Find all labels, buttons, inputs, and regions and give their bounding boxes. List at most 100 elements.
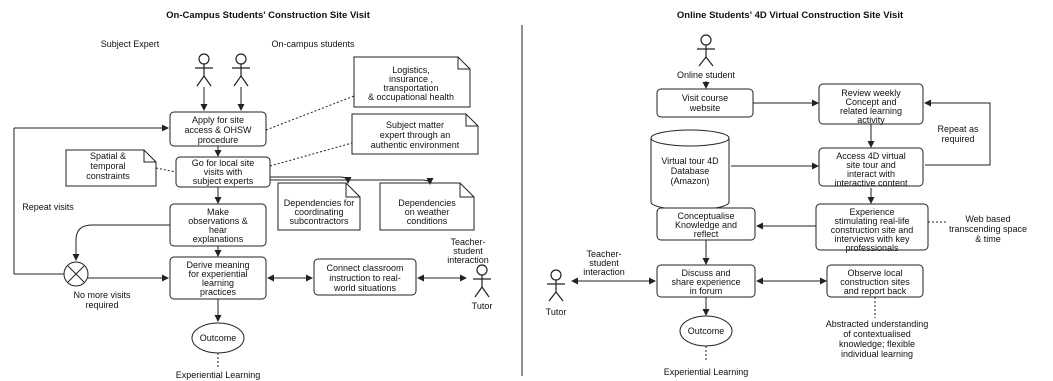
right-interaction-line-3: interaction [583, 267, 625, 277]
access-line-1: Access 4D virtual [836, 151, 906, 161]
derive-line-1: Derive meaning [186, 260, 249, 270]
logistics-line-4: & occupational health [368, 92, 454, 102]
experience-real-life-box: Experience stimulating real-life constru… [815, 203, 929, 253]
right-title: Online Students' 4D Virtual Construction… [677, 10, 904, 21]
dependencies-weather-note: Dependencies on weather conditions [379, 182, 475, 231]
abstracted-line-2: of contextualised [843, 329, 911, 339]
dep-weather-line-3: conditions [407, 216, 448, 226]
sme-line-1: Subject matter [386, 120, 444, 130]
dep-weather-line-2: on weather [405, 207, 450, 217]
connect-line-3: world situations [333, 283, 397, 293]
concept-line-2: Knowledge and [675, 220, 737, 230]
decision-x-icon [63, 261, 89, 287]
experience-line-3: construction site and [831, 225, 914, 235]
dependencies-subcontractors-note: Dependencies for coordinating subcontrac… [277, 182, 361, 231]
database-line-2: Database [671, 166, 710, 176]
online-student-label: Online student [677, 70, 736, 80]
access-line-4: interactive content [834, 178, 908, 188]
left-tutor-label: Tutor [472, 301, 493, 311]
observe-line-2: construction sites [840, 277, 910, 287]
connect-line-2: instruction to real- [329, 273, 401, 283]
access-line-3: interact with [847, 169, 895, 179]
derive-line-4: practices [200, 287, 237, 297]
web-based-line-3: & time [975, 234, 1001, 244]
subject-matter-expert-note: Subject matter expert through an authent… [351, 113, 479, 155]
go-local-line-1: Go for local site [192, 158, 255, 168]
repeat-line-2: required [941, 134, 974, 144]
database-line-3: (Amazon) [670, 176, 709, 186]
on-campus-students-label: On-campus students [271, 39, 355, 49]
discuss-line-3: in forum [690, 286, 723, 296]
right-tutor-label: Tutor [546, 307, 567, 317]
web-based-line-2: transcending space [949, 224, 1027, 234]
discuss-line-1: Discuss and [681, 268, 730, 278]
go-local-line-2: visits with [204, 167, 243, 177]
make-obs-line-3: hear [209, 225, 227, 235]
no-more-line-1: No more visits [73, 290, 131, 300]
sme-line-3: authentic environment [371, 140, 460, 150]
right-interaction-line-2: student [589, 258, 619, 268]
discuss-share-forum-box: Discuss and share experience in forum [656, 264, 756, 298]
observe-local-sites-box: Observe local construction sites and rep… [826, 264, 924, 298]
logistics-line-1: Logistics, [392, 65, 430, 75]
dep-sub-line-1: Dependencies for [284, 198, 355, 208]
no-more-line-2: required [85, 300, 118, 310]
make-obs-line-4: explanations [193, 234, 244, 244]
conceptualise-knowledge-box: Conceptualise Knowledge and reflect [656, 207, 756, 241]
online-student-figure-icon [697, 34, 715, 67]
right-experiential-learning: Experiential Learning [664, 367, 749, 377]
access-4d-virtual-tour-box: Access 4D virtual site tour and interact… [818, 147, 924, 188]
right-interaction-line-1: Teacher- [586, 249, 621, 259]
right-outcome-label: Outcome [688, 326, 725, 336]
spatial-temporal-note: Spatial & temporal constraints [65, 149, 157, 187]
visit-line-2: website [689, 103, 721, 113]
make-obs-line-1: Make [207, 207, 229, 217]
logistics-note: Logistics, insurance , transportation & … [353, 56, 471, 108]
connect-line-1: Connect classroom [326, 263, 403, 273]
web-based-line-1: Web based [965, 214, 1010, 224]
access-line-2: site tour and [846, 160, 896, 170]
left-outcome-label: Outcome [200, 333, 237, 343]
connect-classroom-box: Connect classroom instruction to real- w… [313, 258, 417, 296]
apply-line-2: access & OHSW [184, 125, 252, 135]
go-local-line-3: subject experts [193, 176, 254, 186]
derive-line-3: learning [202, 278, 234, 288]
repeat-visits-label: Repeat visits [22, 202, 74, 212]
left-title: On-Campus Students' Construction Site Vi… [166, 10, 371, 21]
abstracted-line-1: Abstracted understanding [826, 319, 929, 329]
right-outcome-ellipse: Outcome [679, 315, 733, 347]
spatial-line-2: temporal [90, 161, 125, 171]
review-weekly-concept-box: Review weekly Concept and related learni… [818, 83, 924, 125]
logistics-line-3: transportation [383, 83, 438, 93]
make-observations-box: Make observations & hear explanations [169, 203, 267, 247]
spatial-line-3: constraints [86, 171, 130, 181]
subject-expert-label: Subject Expert [101, 39, 160, 49]
visit-line-1: Visit course [682, 93, 728, 103]
database-line-1: Virtual tour 4D [661, 156, 719, 166]
dep-weather-line-1: Dependencies [398, 198, 456, 208]
left-tutor-figure-icon [473, 264, 491, 298]
abstracted-line-4: individual learning [841, 349, 913, 359]
spatial-line-1: Spatial & [90, 151, 126, 161]
left-interaction-line-2: student [453, 246, 483, 256]
left-interaction-line-3: interaction [447, 255, 489, 265]
review-line-2: Concept and [845, 97, 896, 107]
concept-line-3: reflect [694, 229, 719, 239]
apply-site-access-box: Apply for site access & OHSW procedure [169, 111, 267, 147]
experience-line-5: professionals [845, 243, 899, 253]
experience-line-1: Experience [849, 207, 894, 217]
left-interaction-line-1: Teacher- [450, 237, 485, 247]
virtual-tour-database-cylinder: Virtual tour 4D Database (Amazon) [650, 129, 730, 211]
repeat-line-1: Repeat as [937, 124, 979, 134]
go-local-site-visits-box: Go for local site visits with subject ex… [175, 156, 271, 188]
derive-line-2: for experiential [188, 269, 247, 279]
left-outcome-ellipse: Outcome [191, 322, 245, 354]
review-line-3: related learning [840, 106, 902, 116]
dep-sub-line-2: coordinating [294, 207, 343, 217]
concept-line-1: Conceptualise [677, 211, 734, 221]
subject-expert-figure-icon [195, 53, 213, 87]
apply-line-3: procedure [198, 135, 239, 145]
on-campus-student-figure-icon [232, 53, 250, 87]
review-line-4: activity [857, 115, 885, 125]
